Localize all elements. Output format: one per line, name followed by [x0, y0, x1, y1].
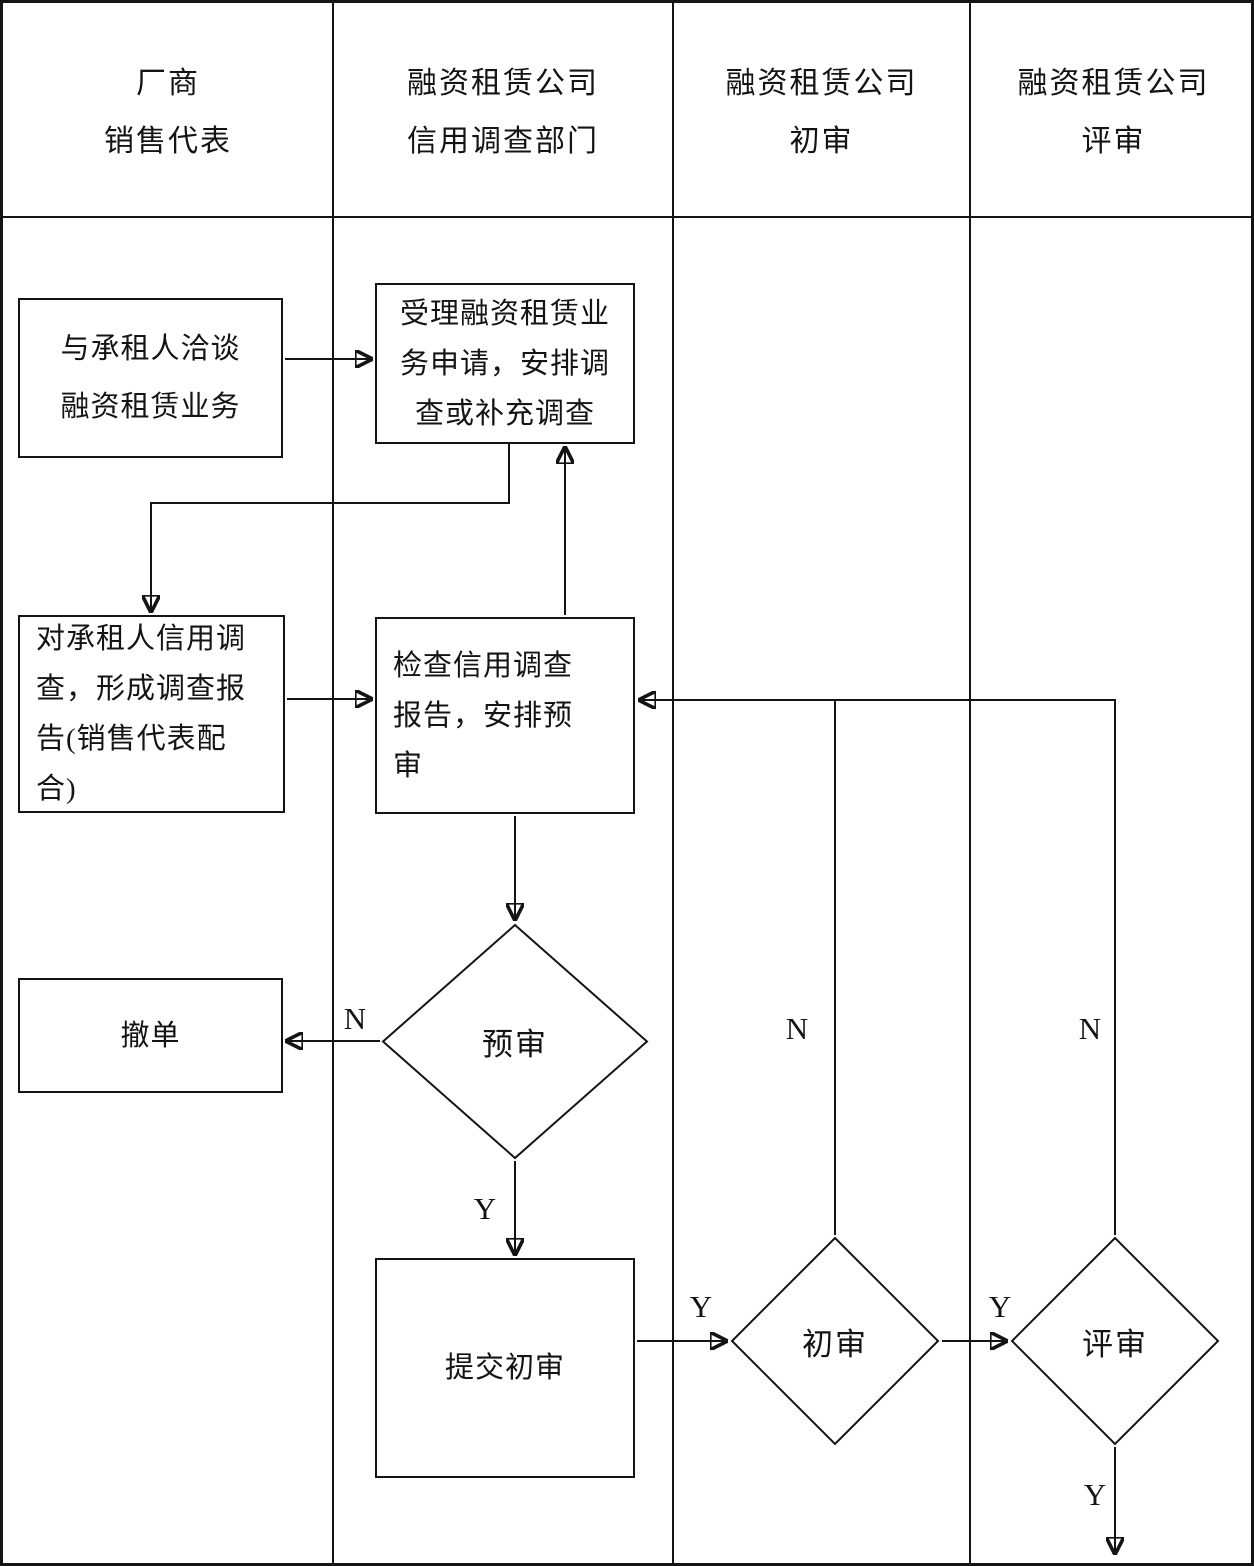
process-credit-investigation-text: 对承租人信用调 查，形成调查报 告(销售代表配 合) [36, 614, 246, 814]
decision-evaluation: 评审 [1010, 1236, 1220, 1446]
decision-preview-label: 预审 [482, 1027, 548, 1062]
process-negotiate: 与承租人洽谈 融资租赁业务 [18, 298, 283, 458]
lane-header-line: 厂商 [136, 67, 200, 100]
header-separator [3, 216, 1251, 218]
process-submit-first-review-text: 提交初审 [445, 1343, 565, 1393]
text-line: 撤单 [120, 1019, 181, 1052]
lane-header-line: 初审 [789, 125, 854, 158]
process-check-report: 检查信用调查 报告，安排预 审 [375, 617, 635, 814]
decision-first-review: 初审 [730, 1236, 940, 1446]
text-line: 查，形成调查报 [36, 673, 247, 705]
lane-header-first-review: 融资租赁公司 初审 [673, 45, 970, 181]
branch-label-submit-yes: Y [689, 1289, 713, 1324]
text-line: 务申请，安排调 [399, 347, 610, 380]
lane-divider-1 [332, 3, 334, 1563]
process-negotiate-text: 与承租人洽谈 融资租赁业务 [60, 320, 240, 436]
lane-header-line: 销售代表 [104, 125, 232, 158]
process-check-report-text: 检查信用调查 报告，安排预 审 [393, 641, 573, 791]
text-line: 与承租人洽谈 [60, 333, 241, 365]
edge-evaluation-check-no [640, 700, 1116, 1235]
edge-accept-investigate [151, 444, 510, 611]
decision-first-review-shape [730, 1236, 940, 1446]
lane-divider-3 [969, 3, 971, 1563]
decision-preview-shape [381, 923, 649, 1160]
branch-label-preview-yes: Y [473, 1191, 497, 1226]
branch-label-firstreview-yes: Y [988, 1289, 1012, 1324]
branch-label-evaluation-no: N [1078, 1011, 1102, 1046]
branch-label-preview-no: N [343, 1001, 367, 1036]
lane-header-evaluation: 融资租赁公司 评审 [970, 45, 1251, 181]
lane-header-credit-dept: 融资租赁公司 信用调查部门 [333, 45, 673, 181]
lane-header-line: 评审 [1081, 125, 1146, 158]
process-credit-investigation: 对承租人信用调 查，形成调查报 告(销售代表配 合) [18, 615, 285, 813]
text-line: 对承租人信用调 [36, 623, 247, 655]
lane-header-line: 融资租赁公司 [407, 67, 599, 100]
process-accept-application-text: 受理融资租赁业 务申请，安排调 查或补充调查 [400, 289, 610, 439]
text-line: 受理融资租赁业 [399, 297, 610, 330]
text-line: 融资租赁业务 [60, 391, 241, 423]
text-line: 检查信用调查 [393, 649, 574, 682]
text-line: 告(销售代表配 [36, 723, 227, 755]
lane-header-line: 融资租赁公司 [725, 67, 918, 100]
lane-header-sales-rep: 厂商 销售代表 [3, 45, 333, 181]
text-line: 查或补充调查 [414, 397, 595, 430]
process-accept-application: 受理融资租赁业 务申请，安排调 查或补充调查 [375, 283, 635, 444]
decision-preview: 预审 [380, 923, 650, 1160]
text-line: 合) [36, 773, 77, 805]
decision-evaluation-shape [1010, 1236, 1220, 1446]
lane-header-line: 信用调查部门 [407, 125, 599, 158]
decision-evaluation-label: 评审 [1082, 1326, 1148, 1362]
text-line: 报告，安排预 [393, 699, 574, 732]
process-cancel-order-text: 撤单 [120, 1011, 180, 1061]
lane-header-line: 融资租赁公司 [1017, 67, 1210, 100]
process-cancel-order: 撤单 [18, 978, 283, 1093]
text-line: 审 [393, 749, 424, 782]
process-submit-first-review: 提交初审 [375, 1258, 635, 1478]
decision-first-review-label: 初审 [802, 1326, 868, 1362]
branch-label-firstreview-no: N [785, 1011, 809, 1046]
branch-label-evaluation-yes: Y [1083, 1477, 1107, 1512]
text-line: 提交初审 [444, 1352, 565, 1384]
lane-divider-2 [672, 3, 674, 1563]
